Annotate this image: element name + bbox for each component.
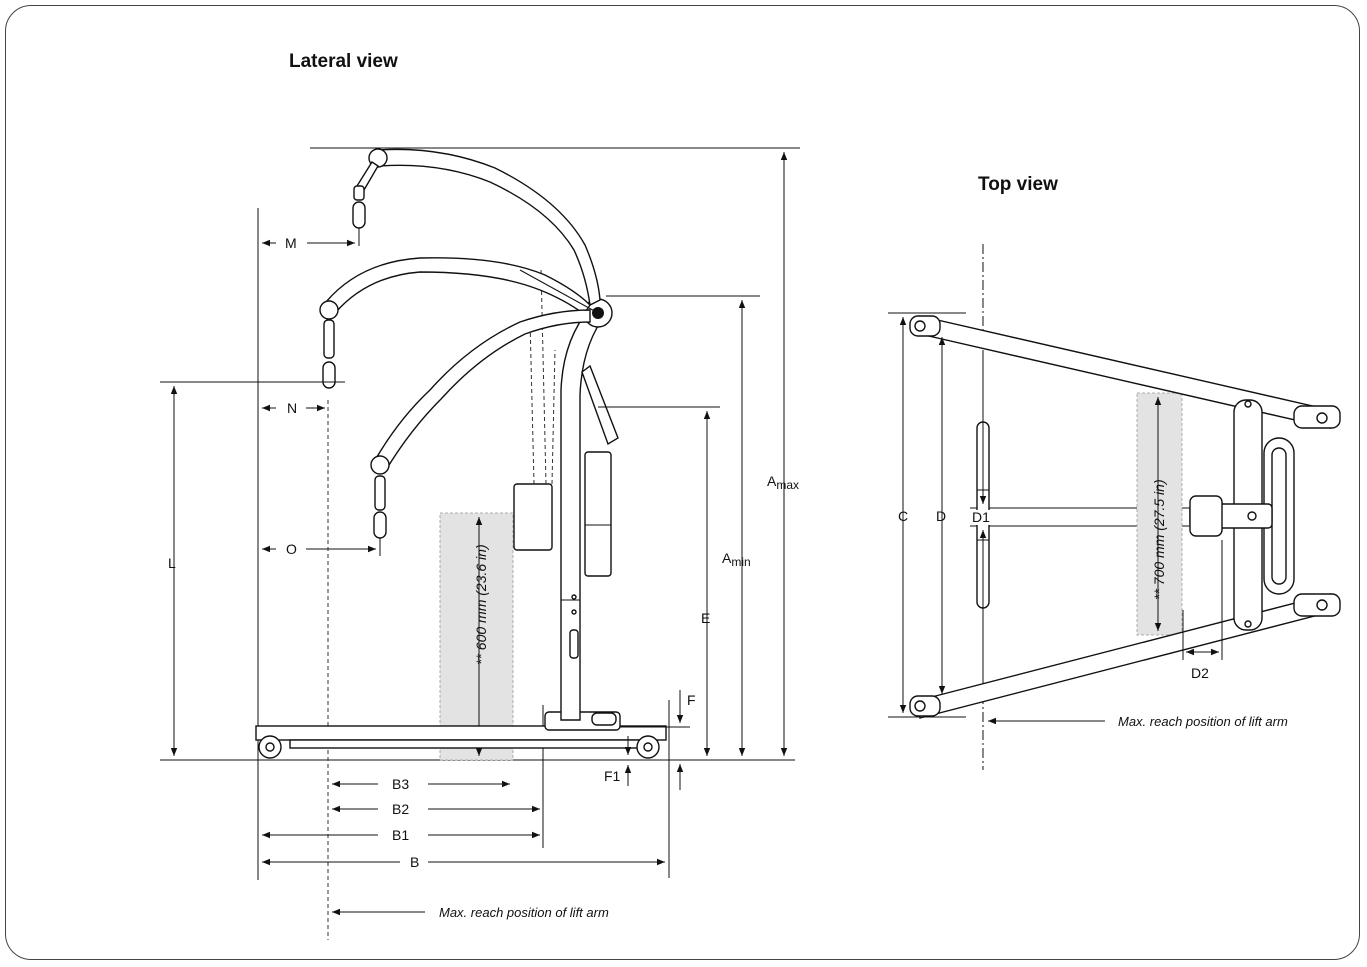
actuator-rod-dashed-3 [551,349,556,485]
reach-note-lateral: Max. reach position of lift arm [439,905,609,920]
lateral-view-heading: Lateral view [289,51,398,72]
hook-bottom [373,511,387,539]
b1-label: B1 [392,827,409,843]
d-label: D [936,508,946,524]
f1-label: F1 [604,768,621,784]
mast-hole-2 [571,609,577,615]
m-label: M [285,235,297,251]
mast-hole-1 [571,594,577,600]
top-castor-front-lower-hub [914,700,926,712]
arm-brace-mid [519,269,599,314]
actuator-rod-dashed-2 [540,267,547,485]
actuator-housing [513,483,553,551]
top-castor-rear-lower-hub [1316,599,1328,611]
lateral-view: ** 600 mm (23.6 in) [160,147,800,940]
d1-label: D1 [972,509,990,525]
spring-top [353,185,365,201]
push-handle [581,364,619,446]
mast-lock-handle [569,629,579,659]
spring-bottom [374,475,386,511]
arm-end-bottom [370,455,390,475]
clearance-label-700: ** 700 mm (27.5 in) [1151,479,1167,600]
top-push-handle-inner [1271,447,1287,585]
clearance-label-600: ** 600 mm (23.6 in) [473,544,489,665]
spring-mid [323,319,335,359]
brake-pedal [591,712,617,726]
hook-mid [322,361,336,389]
top-leg-upper [919,315,1331,429]
amin-label: Amin [722,550,751,569]
rear-castor-hub [643,742,653,752]
b-label: B [410,854,419,870]
amax-label: Amax [767,473,799,492]
l-label: L [168,555,176,571]
reach-note-top: Max. reach position of lift arm [1118,714,1288,729]
lift-arm-mid-position [325,257,591,315]
base-leg-lower [289,739,651,749]
e-label: E [701,610,710,626]
battery-box [584,451,612,577]
actuator-rod-dashed-1 [529,319,535,485]
f-label: F [687,692,696,708]
top-castor-rear-upper-hub [1316,412,1328,424]
d1-label-bg [970,510,996,525]
front-castor-hub [265,742,275,752]
d2-label: D2 [1191,665,1209,681]
top-leg-lower [919,593,1331,719]
b3-label: B3 [392,776,409,792]
b2-label: B2 [392,801,409,817]
n-label: N [287,400,297,416]
top-view: ** 700 mm (27.5 in) C D [888,244,1341,770]
diagram-frame [5,5,1360,960]
c-label: C [898,508,908,524]
top-boom-bolt [1247,511,1257,521]
lift-arm-bottom-position [373,309,591,471]
o-label: O [286,541,297,557]
top-frame-bolt-upper [1244,400,1252,408]
arm-end-mid [319,300,339,320]
top-view-heading: Top view [978,174,1058,195]
top-castor-front-upper-hub [914,320,926,332]
hook-top [352,201,366,229]
top-frame-bolt-lower [1244,620,1252,628]
lift-arm-top-position [377,148,601,307]
top-boom-head [1189,495,1223,537]
